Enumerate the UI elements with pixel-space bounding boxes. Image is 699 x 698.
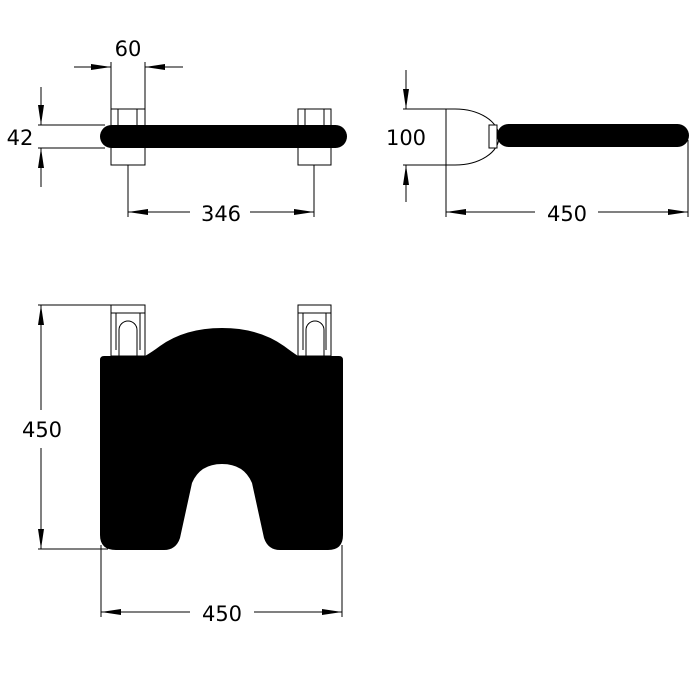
dimension-label: 60 (115, 37, 142, 61)
dimension-label: 42 (7, 126, 34, 150)
hinge-neck (488, 124, 498, 149)
dimension-label: 450 (547, 202, 587, 226)
seat-plan (100, 328, 343, 550)
dimension-346: 346 (127, 165, 315, 226)
end-view: 100 450 (386, 70, 689, 226)
left-hinge-bracket (110, 304, 146, 357)
side-view: 60 42 346 (7, 37, 347, 226)
dimension-42: 42 (7, 87, 105, 187)
dimension-450-width: 450 (100, 545, 343, 626)
dimension-60: 60 (74, 37, 183, 109)
dimension-label: 450 (202, 602, 242, 626)
dimension-label: 346 (201, 202, 241, 226)
dimension-450-depth: 450 (22, 304, 111, 550)
plan-view: 450 450 (22, 304, 343, 626)
dimension-label: 450 (22, 418, 62, 442)
seat-bar-side (100, 125, 347, 148)
seat-bar-end (497, 124, 689, 147)
right-hinge-bracket (297, 304, 332, 357)
dimension-450-end: 450 (445, 140, 689, 226)
dimension-label: 100 (386, 126, 426, 150)
dimension-100: 100 (386, 70, 446, 202)
